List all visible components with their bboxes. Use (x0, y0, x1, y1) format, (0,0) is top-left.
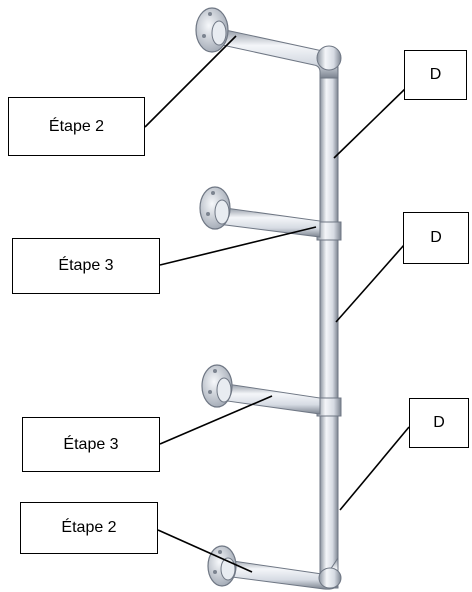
top-arm-pipe (213, 28, 341, 78)
label-step3-upper-text: Étape 3 (58, 257, 113, 275)
label-step3-upper: Étape 3 (12, 238, 160, 294)
label-d-middle: D (403, 212, 469, 264)
leader-d-bottom (340, 427, 409, 510)
flange-bottom (208, 546, 236, 586)
label-d-bottom-text: D (433, 414, 445, 432)
label-step3-lower: Étape 3 (22, 417, 160, 472)
flange-lower-middle (202, 365, 232, 407)
coupling-lower (317, 398, 341, 416)
leader-step2-top (145, 36, 236, 127)
elbow-bottom (319, 568, 341, 588)
label-d-middle-text: D (430, 229, 442, 247)
label-d-bottom: D (409, 398, 469, 448)
flange-upper-middle (200, 187, 230, 229)
label-step2-bottom: Étape 2 (20, 502, 158, 554)
elbow-top (317, 46, 341, 70)
leader-d-middle (336, 245, 404, 322)
label-d-top: D (404, 50, 467, 100)
coupling-upper (317, 222, 341, 240)
leader-step3-upper (160, 227, 316, 265)
lower-middle-arm-pipe (220, 383, 320, 414)
upper-middle-arm-pipe (218, 207, 320, 237)
label-step2-bottom-text: Étape 2 (61, 519, 116, 537)
flange-top (196, 8, 228, 52)
label-step2-top-text: Étape 2 (49, 118, 104, 136)
leader-step2-bottom (158, 530, 252, 572)
label-d-top-text: D (430, 66, 442, 84)
label-step3-lower-text: Étape 3 (63, 436, 118, 454)
leader-d-top (334, 87, 407, 158)
vertical-pipe (317, 58, 341, 588)
label-step2-top: Étape 2 (8, 97, 145, 156)
